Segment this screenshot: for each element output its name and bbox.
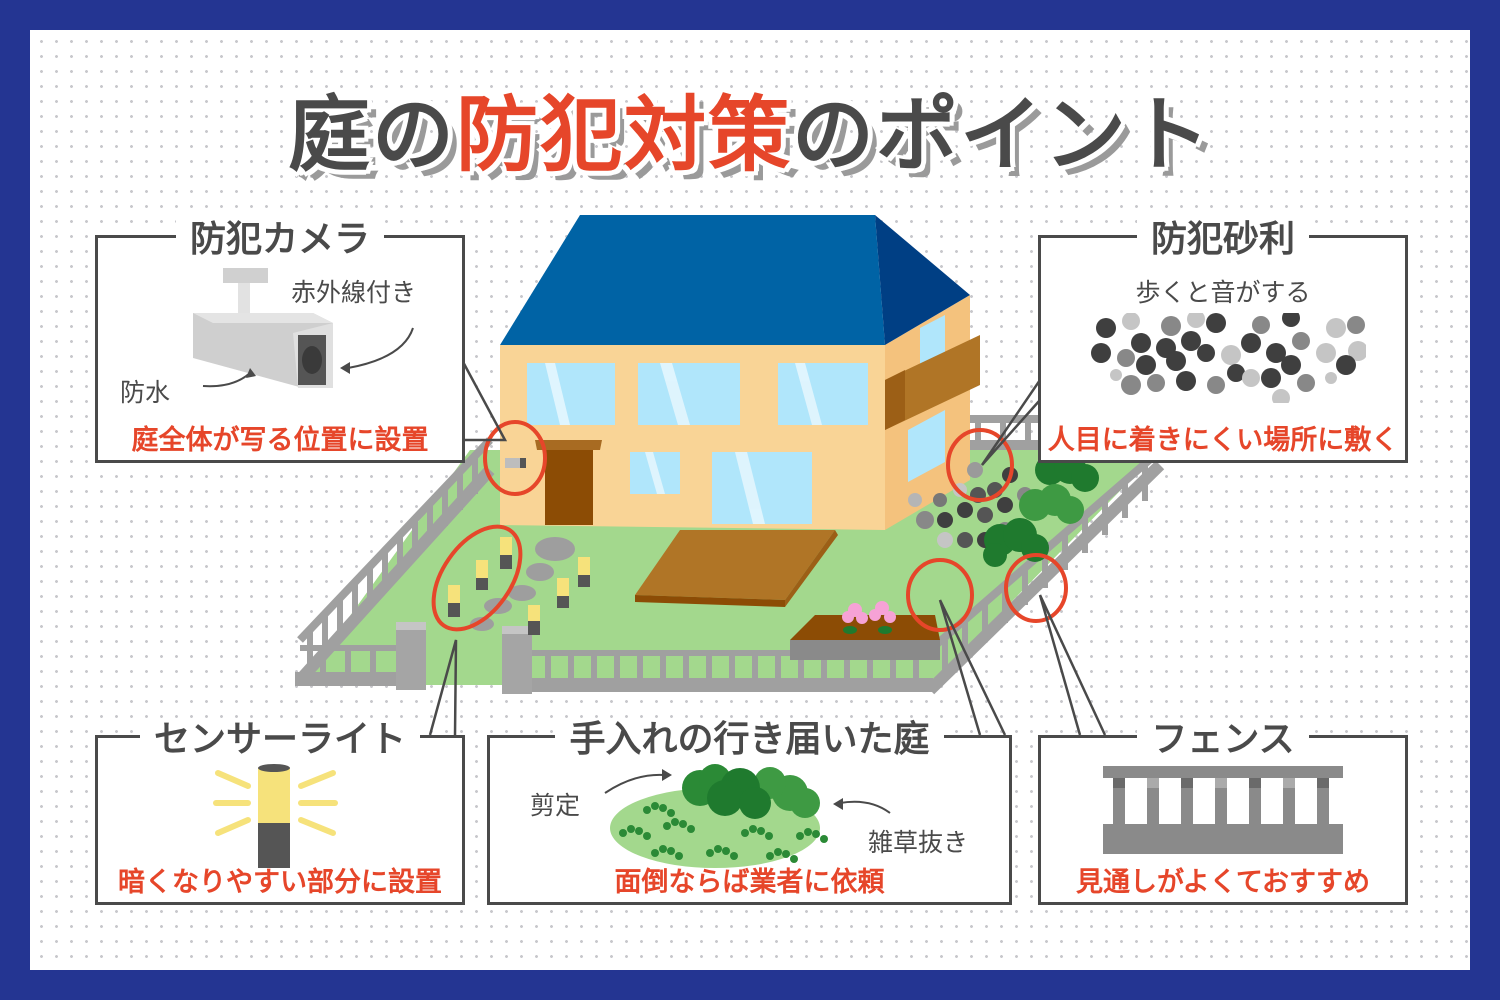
garden-card: 手入れの行き届いた庭 剪定 雑草抜き 面倒ならば業者に依頼	[487, 719, 1012, 905]
garden-note-prune: 剪定	[530, 791, 581, 820]
annotation-arrows	[202, 327, 414, 388]
garden-note-weed: 雑草抜き	[868, 828, 969, 857]
title-part2: のポイント	[792, 88, 1213, 183]
highlight-circles	[431, 420, 1068, 632]
gravel-card-highlight: 人目に着きにくい場所に敷く	[1047, 425, 1399, 456]
gravel-note: 歩くと音がする	[1135, 278, 1311, 307]
left-fence	[295, 437, 495, 685]
camera-card-title: 防犯カメラ	[175, 219, 384, 260]
gravel-card-title: 防犯砂利	[1136, 219, 1309, 260]
page-title: 庭の防犯対策のポイント	[0, 68, 1500, 187]
camera-note-waterproof: 防水	[120, 378, 171, 407]
stepping-stones	[470, 537, 575, 631]
title-part1: 庭の	[287, 88, 456, 183]
sensor-light-icon	[213, 764, 338, 868]
camera-card: 防犯カメラ 赤外線付き 防水 庭全体が写る位置に設置	[95, 219, 465, 463]
garden-card-highlight: 面倒ならば業者に依頼	[614, 867, 885, 898]
garden-lights	[448, 537, 590, 635]
gate-posts	[396, 622, 532, 694]
security-camera-icon	[193, 268, 333, 388]
fence-card-title: フェンス	[1137, 719, 1309, 760]
garden-card-title: 手入れの行き届いた庭	[555, 719, 944, 760]
gravel-icon	[1091, 313, 1366, 403]
camera-note-infrared: 赤外線付き	[291, 278, 417, 307]
front-fence	[295, 645, 933, 692]
shrubs	[983, 452, 1099, 567]
sensor-light-card-title: センサーライト	[139, 719, 420, 760]
gravel-card: 防犯砂利 歩くと音がする 人目に着きにくい場所に敷く	[1038, 219, 1408, 463]
fence-card: フェンス 見通しがよくておすすめ	[1038, 719, 1408, 905]
camera-card-highlight: 庭全体が写る位置に設置	[131, 425, 429, 456]
fence-icon	[1103, 766, 1343, 854]
camera-on-wall	[505, 458, 526, 468]
title-accent: 防犯対策	[455, 88, 792, 183]
garden-icon	[610, 764, 828, 868]
connector-lines	[428, 359, 1107, 736]
fence-card-highlight: 見通しがよくておすすめ	[1075, 867, 1371, 898]
sensor-light-card: センサーライト 暗くなりやすい部分に設置	[95, 719, 465, 905]
flower-bed	[790, 601, 940, 660]
sensor-light-card-highlight: 暗くなりやすい部分に設置	[118, 867, 442, 898]
garden-annotation-arrows	[604, 769, 891, 814]
